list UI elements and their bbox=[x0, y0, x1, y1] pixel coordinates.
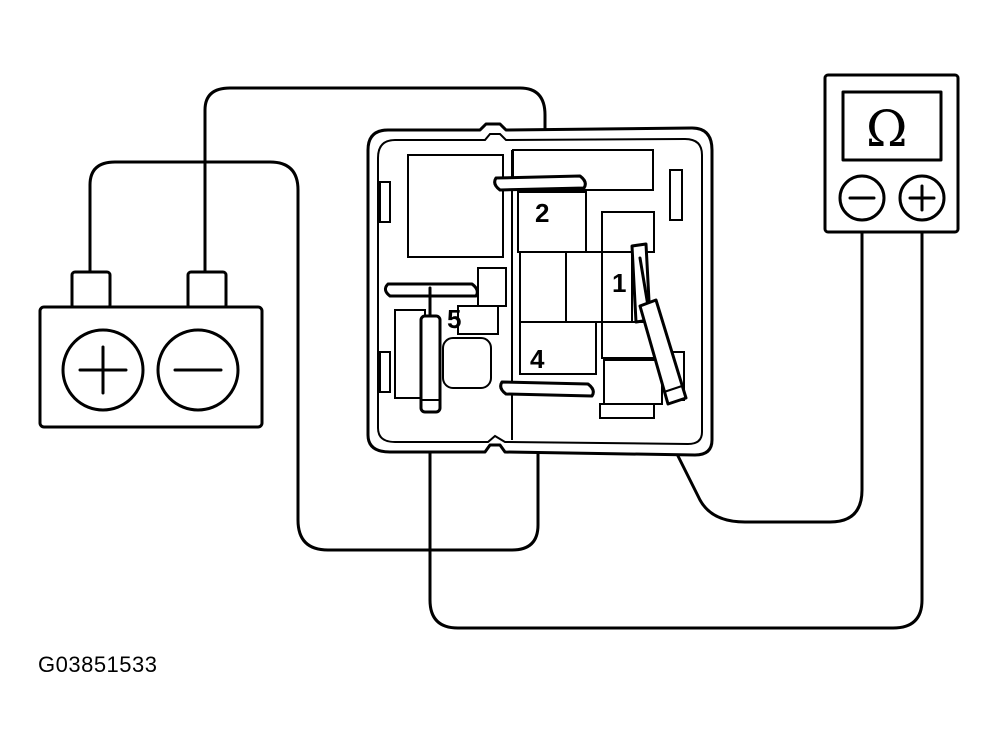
pin-label-2: 2 bbox=[535, 198, 549, 228]
probe-pin-5 bbox=[419, 286, 442, 414]
relay-detail bbox=[442, 337, 492, 389]
relay-inner-rim bbox=[377, 133, 703, 446]
ohm-symbol: Ω bbox=[866, 100, 907, 158]
relay-detail bbox=[379, 181, 391, 223]
wire-ohmmeter-positive-to-pin-5 bbox=[428, 223, 924, 630]
wire-ohmmeter-negative-to-pin-1 bbox=[668, 223, 864, 524]
relay bbox=[366, 122, 714, 457]
probe-pin-1 bbox=[638, 256, 688, 406]
probe-tip bbox=[638, 256, 650, 308]
pin-label-4: 4 bbox=[530, 344, 545, 374]
figure-id: G03851533 bbox=[38, 652, 158, 677]
relay-detail bbox=[379, 351, 391, 393]
relay-detail bbox=[599, 403, 655, 419]
relay-outer-casing bbox=[366, 122, 714, 457]
probe-handle bbox=[638, 298, 688, 406]
pin-label-1: 1 bbox=[612, 268, 626, 298]
wire-battery-negative-to-pin-4 bbox=[203, 86, 547, 274]
ohmmeter-display bbox=[841, 90, 943, 162]
battery-terminal-negative bbox=[186, 270, 228, 310]
wire-battery-positive-to-pin-2 bbox=[88, 160, 540, 552]
ohmmeter: Ω bbox=[823, 73, 960, 234]
relay-detail bbox=[519, 321, 597, 375]
relay-detail bbox=[669, 169, 683, 221]
pin-label-5: 5 bbox=[447, 304, 461, 334]
probe-handle bbox=[419, 314, 442, 414]
wires bbox=[88, 86, 924, 630]
battery bbox=[38, 270, 264, 429]
relay-terminal-2-blade bbox=[493, 174, 587, 192]
relay-detail bbox=[407, 154, 504, 258]
relay-detail bbox=[457, 305, 499, 335]
battery-terminal-positive bbox=[70, 270, 112, 310]
relay-terminal-4-blade bbox=[499, 380, 595, 398]
probe-handle-band bbox=[663, 385, 683, 393]
